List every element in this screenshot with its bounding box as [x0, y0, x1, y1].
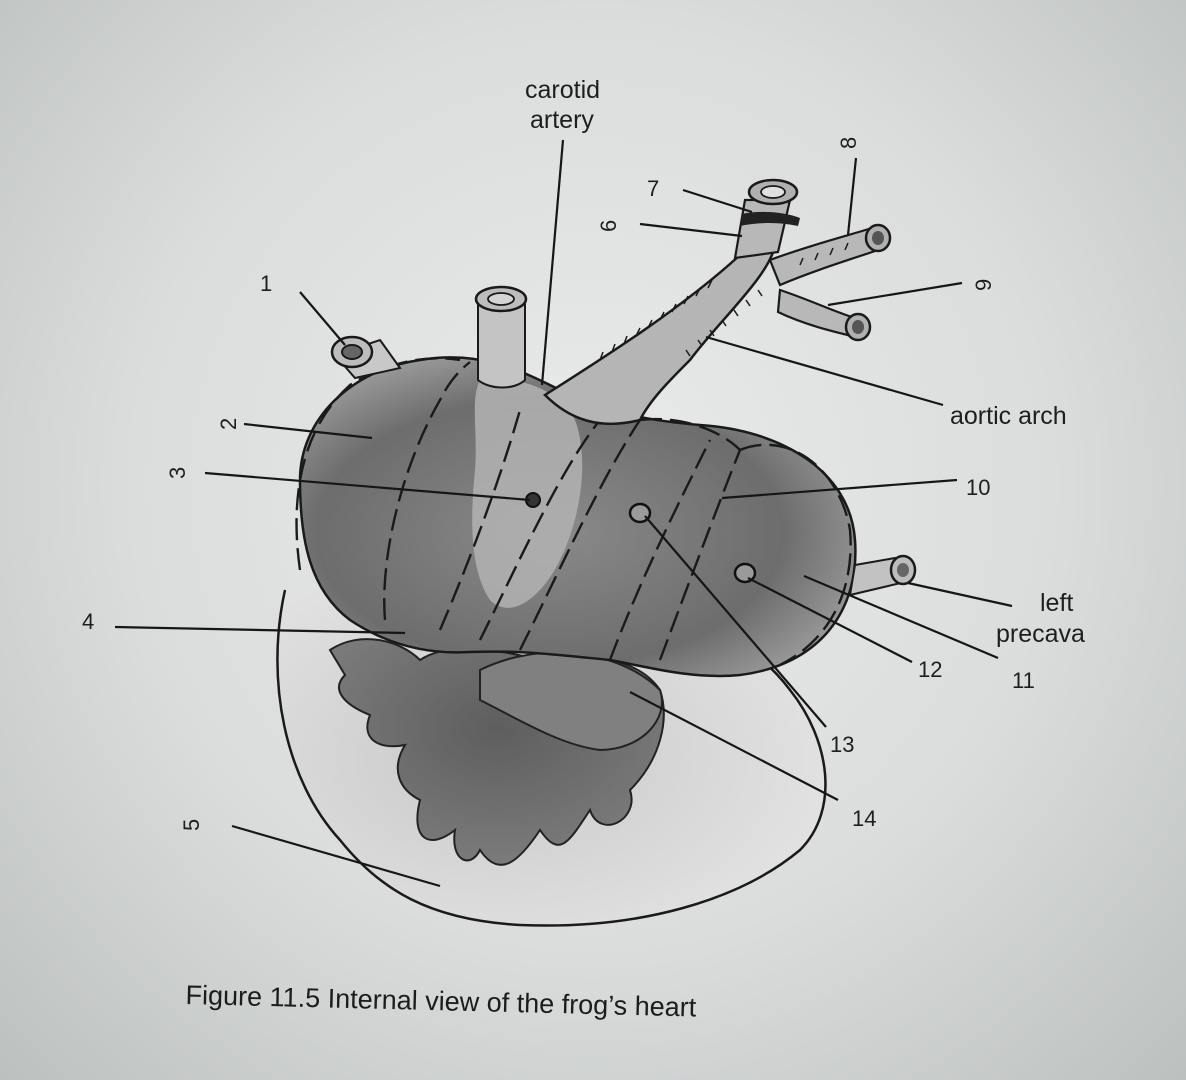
opening-12: [733, 562, 757, 584]
truncus-arteriosus: [543, 243, 777, 426]
valve-band: [740, 211, 800, 226]
labels: carotid artery aortic arch left precava …: [82, 76, 1085, 831]
leader-lines: [114, 139, 1013, 888]
label-8: 8: [836, 137, 861, 149]
label-11: 11: [1012, 668, 1035, 693]
label-14: 14: [852, 806, 876, 831]
label-5: 5: [179, 819, 204, 831]
label-6: 6: [596, 220, 621, 232]
label-10: 10: [966, 475, 990, 500]
label-left: left: [1040, 589, 1073, 617]
sinus-venosus-light-area: [472, 379, 583, 608]
left-precava-stump: [848, 554, 917, 597]
arch-serrations: [599, 242, 849, 361]
label-3: 3: [165, 467, 190, 479]
vessel-stump-1: [330, 335, 402, 380]
label-carotid: carotid: [525, 76, 600, 104]
label-9: 9: [971, 279, 996, 291]
septum-lines: [295, 357, 852, 667]
label-4: 4: [82, 609, 94, 634]
carotid-stump: [474, 285, 528, 389]
label-1: 1: [260, 271, 272, 296]
label-artery: artery: [530, 106, 594, 134]
label-13: 13: [830, 732, 854, 757]
label-12: 12: [918, 657, 942, 682]
label-7: 7: [647, 176, 659, 201]
label-aortic-arch: aortic arch: [950, 402, 1067, 430]
label-precava: precava: [996, 620, 1085, 648]
label-2: 2: [216, 418, 241, 430]
